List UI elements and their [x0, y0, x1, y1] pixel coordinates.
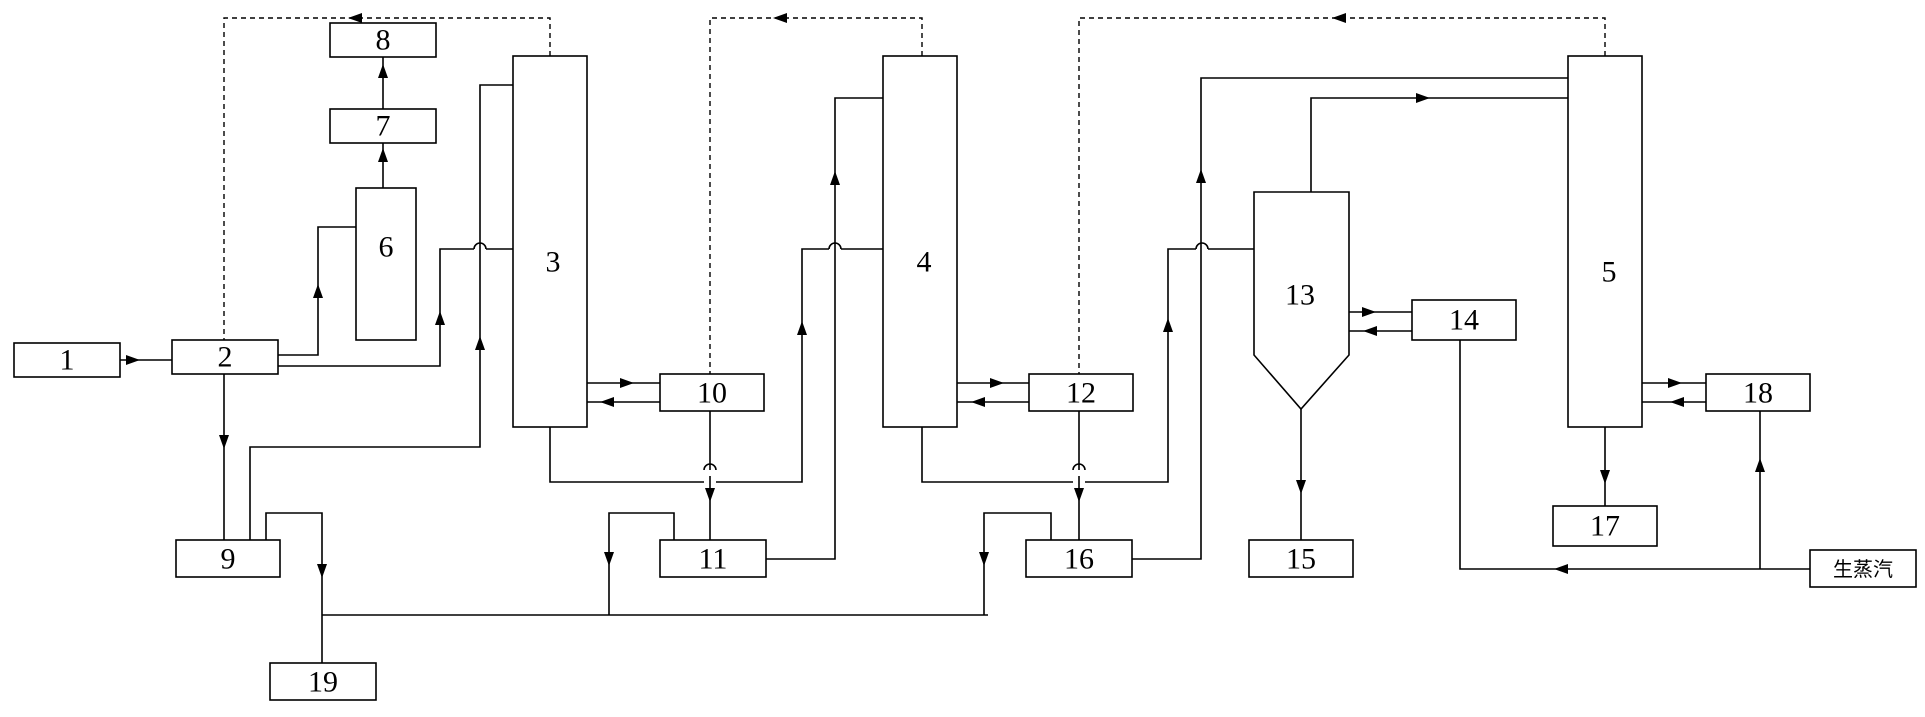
- arrow-18-5: [1670, 397, 1684, 407]
- arrow-13-15: [1296, 480, 1306, 494]
- label-14: 14: [1449, 304, 1479, 337]
- arrow-2-9: [219, 435, 229, 449]
- line-13-5: [1311, 98, 1568, 192]
- column-5: [1568, 56, 1642, 427]
- arrow-6-7: [378, 148, 388, 162]
- arrow-2-6: [313, 284, 323, 298]
- column-4: [883, 56, 957, 427]
- arrow-steam-18: [1755, 458, 1765, 472]
- label-11: 11: [699, 543, 728, 576]
- label-1: 1: [60, 344, 75, 377]
- label-12: 12: [1066, 377, 1096, 410]
- arrow-3-10: [620, 378, 634, 388]
- label-2: 2: [218, 341, 233, 374]
- line-4-bottom-b: [1085, 249, 1196, 482]
- process-lines: [120, 57, 1810, 663]
- arrow-16-header: [979, 552, 989, 566]
- label-15: 15: [1286, 543, 1316, 576]
- label-17: 17: [1590, 510, 1620, 543]
- arrow-11-header: [604, 552, 614, 566]
- arrow-14-13: [1363, 326, 1377, 336]
- label-3: 3: [546, 246, 561, 279]
- arrow-10-11: [705, 488, 715, 502]
- label-7: 7: [376, 110, 391, 143]
- arrow-16-5: [1196, 169, 1206, 183]
- label-18: 18: [1743, 377, 1773, 410]
- label-9: 9: [221, 543, 236, 576]
- arrow-10-3: [600, 397, 614, 407]
- arrow-vapor-5: [1332, 13, 1346, 23]
- line-4-bottom-a: [922, 427, 1073, 482]
- label-4: 4: [917, 246, 932, 279]
- label-16: 16: [1064, 543, 1094, 576]
- line-3-bottom-b: [716, 249, 829, 482]
- arrow-vapor-3: [348, 13, 362, 23]
- arrow-vapor-4: [773, 13, 787, 23]
- label-19: 19: [308, 666, 338, 699]
- arrow-2-3: [435, 311, 445, 325]
- arrow-9-3: [475, 336, 485, 350]
- arrow-5-18: [1668, 378, 1682, 388]
- arrow-1-2: [126, 355, 140, 365]
- label-6: 6: [379, 231, 394, 264]
- arrow-steam-14: [1554, 564, 1568, 574]
- arrow-13-5: [1416, 93, 1430, 103]
- arrow-13-14: [1362, 307, 1376, 317]
- label-live-steam: 生蒸汽: [1833, 557, 1893, 581]
- crossover-13-feed: [1196, 243, 1208, 249]
- units: [14, 23, 1916, 700]
- unit-6: [356, 188, 416, 340]
- label-8: 8: [376, 24, 391, 57]
- label-13: 13: [1285, 279, 1315, 312]
- arrow-11-4: [830, 171, 840, 185]
- arrow-7-8: [378, 64, 388, 78]
- arrow-12-4: [971, 397, 985, 407]
- arrow-4-13: [1163, 318, 1173, 332]
- line-11-4: [766, 98, 883, 559]
- column-3: [513, 56, 587, 427]
- arrow-12-16: [1074, 488, 1084, 502]
- arrow-9-19: [317, 564, 327, 578]
- arrow-5-17: [1600, 470, 1610, 484]
- label-10: 10: [697, 377, 727, 410]
- arrow-4-12: [990, 378, 1004, 388]
- line-3-bottom-a: [550, 427, 704, 482]
- arrow-3-4: [797, 321, 807, 335]
- label-5: 5: [1602, 256, 1617, 289]
